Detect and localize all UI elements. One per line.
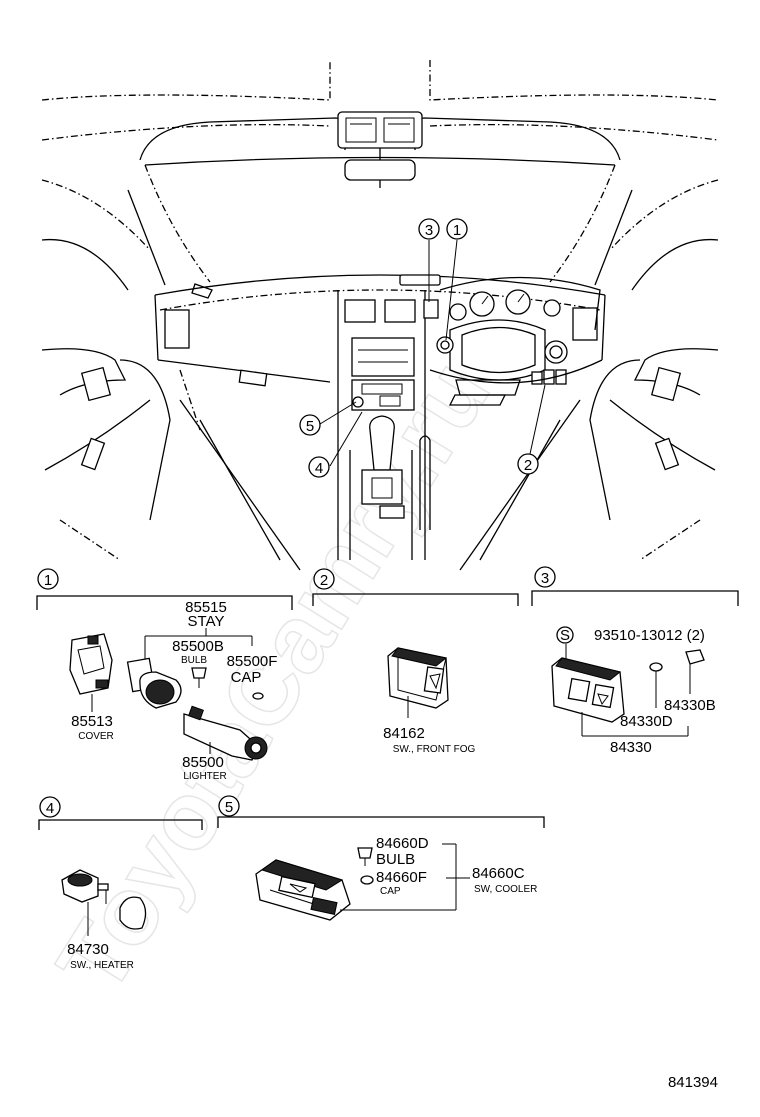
part-84660c-switch-drawing: [255, 859, 351, 921]
part-85513-label: COVER: [78, 731, 114, 742]
part-85513-code: 85513: [71, 713, 113, 730]
svg-text:3: 3: [425, 222, 433, 239]
callout-2: 2: [517, 453, 539, 475]
part-84660d-bulb-drawing: [357, 847, 373, 866]
section-1-cigarette-lighter: 1 85515 STAY 85500B BULB 85500F CAP 8551…: [36, 568, 293, 782]
car-interior-illustration: [41, 60, 719, 571]
part-84330b-code: 84330B: [664, 697, 716, 714]
part-84660f-code: 84660F: [376, 869, 427, 886]
svg-text:5: 5: [306, 418, 314, 435]
svg-text:1: 1: [453, 222, 461, 239]
part-84162-code: 84162: [383, 725, 425, 742]
part-84330-code: 84330: [610, 739, 652, 756]
section-2-front-fog-switch: 2 84162 SW., FRONT FOG: [312, 568, 519, 755]
section-5-number: 5: [225, 799, 233, 816]
part-85500f-label: CAP: [231, 669, 262, 686]
part-84660c-label: SW, COOLER: [474, 884, 537, 895]
part-84730-switch-drawing: [61, 869, 147, 936]
part-85500f-cap-drawing: [252, 692, 264, 700]
section-4-heater-switch: 4 84730 SW., HEATER: [38, 796, 203, 971]
section-2-number: 2: [320, 572, 328, 589]
part-84660f-label: CAP: [380, 886, 401, 897]
part-85500-lighter-drawing: [183, 705, 268, 761]
figure-id: 841394: [668, 1074, 718, 1091]
part-84330d-switch-drawing: [551, 657, 625, 736]
part-85500b-code: 85500B: [172, 638, 224, 655]
svg-text:4: 4: [315, 460, 323, 477]
part-84730-code: 84730: [67, 941, 109, 958]
part-84330d-code: 84330D: [620, 713, 673, 730]
part-84660d-code: 84660D: [376, 835, 429, 852]
part-84660d-label: BULB: [376, 851, 415, 868]
part-85500f-code: 85500F: [227, 653, 278, 670]
part-85513-cover-drawing: [69, 633, 113, 712]
part-84162-label: SW., FRONT FOG: [393, 744, 476, 755]
part-84730-label: SW., HEATER: [70, 960, 134, 971]
part-85515-stay-drawing: [126, 657, 182, 709]
screw-symbol: S: [560, 627, 570, 644]
section-3-switch-assembly: 3 S 93510-13012 (2) 84330B 84330D 84330: [531, 566, 739, 756]
part-93510-code: 93510-13012 (2): [594, 627, 705, 644]
part-84660f-cap-drawing: [360, 875, 374, 885]
part-85500-code: 85500: [182, 754, 224, 771]
part-85500b-label: BULB: [181, 655, 207, 666]
part-85500-label: LIGHTER: [183, 771, 226, 782]
part-84660c-code: 84660C: [472, 865, 525, 882]
section-1-number: 1: [44, 572, 52, 589]
callout-4: 4: [308, 456, 330, 478]
section-4-number: 4: [46, 800, 54, 817]
part-85515-label: STAY: [188, 613, 225, 630]
part-85500b-bulb-drawing: [191, 667, 207, 688]
part-84330b-knob-drawing: [649, 649, 705, 708]
section-3-number: 3: [541, 570, 549, 587]
callout-5: 5: [299, 414, 321, 436]
callout-3: 3: [418, 218, 440, 240]
part-85515-code: 85515: [185, 599, 227, 616]
section-5-cooler-switch: 5 84660D BULB 84660F CAP 84660C SW, COOL…: [217, 795, 545, 921]
part-84162-switch-drawing: [387, 647, 449, 718]
overview-callouts: 3 1 5 4 2: [299, 218, 546, 478]
callout-1: 1: [446, 218, 468, 240]
svg-text:2: 2: [524, 457, 532, 474]
